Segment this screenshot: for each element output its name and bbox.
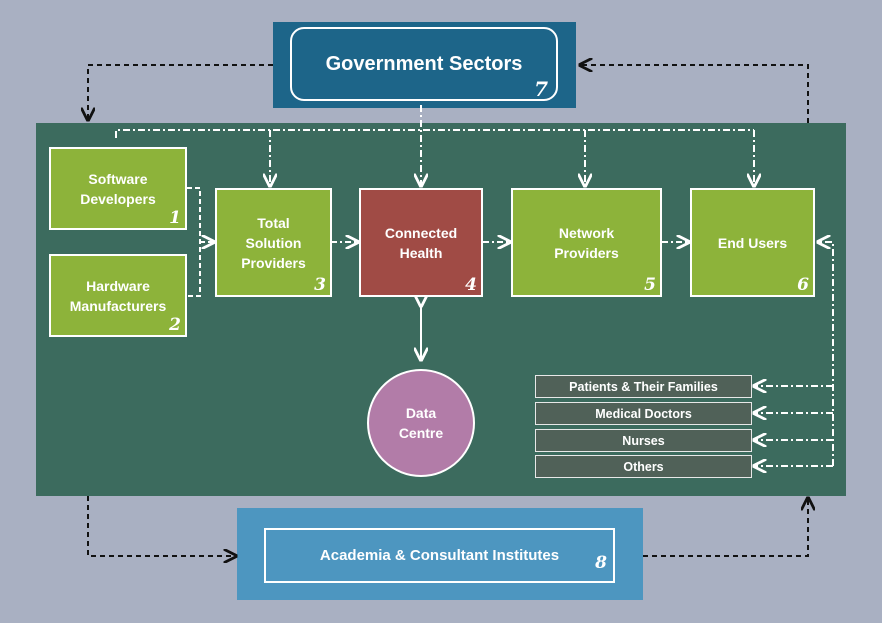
government-sectors-box: Government Sectors 7 [290, 27, 558, 101]
hardware-manufacturers-node: Hardware Manufacturers 2 [49, 254, 187, 337]
software-developers-node: Software Developers 1 [49, 147, 187, 230]
software-developers-label: Software Developers [80, 170, 156, 207]
total-solution-providers-label: Total Solution Providers [241, 214, 306, 271]
data-centre-label: Data Centre [398, 405, 444, 441]
top-distribution-line [115, 129, 754, 138]
software-developers-number: 1 [169, 208, 181, 228]
government-panel [273, 22, 576, 108]
end-user-group-label: Medical Doctors [595, 406, 692, 421]
total-solution-providers-node: Total Solution Providers 3 [215, 188, 332, 297]
government-label: Government Sectors [325, 52, 523, 75]
network-providers-node: Network Providers 5 [511, 188, 662, 297]
academia-number: 8 [595, 553, 607, 573]
gov-to-developers-arrow [88, 64, 273, 120]
panel-to-academia-arrow [87, 496, 236, 556]
connected-health-number: 4 [465, 275, 477, 295]
total-solution-providers-number: 3 [314, 275, 326, 295]
end-user-group-label: Nurses [622, 433, 665, 448]
network-providers-number: 5 [644, 275, 656, 295]
end-user-group-others: Others [535, 455, 752, 478]
end-user-group-nurses: Nurses [535, 429, 752, 452]
government-number: 7 [534, 77, 548, 101]
panel-to-gov-arrow [580, 65, 809, 123]
end-user-group-patients: Patients & Their Families [535, 375, 752, 398]
hardware-manufacturers-number: 2 [169, 315, 181, 335]
network-providers-label: Network Providers [554, 224, 619, 261]
end-user-group-label: Patients & Their Families [569, 379, 718, 394]
end-user-group-doctors: Medical Doctors [535, 402, 752, 425]
academia-box: Academia & Consultant Institutes 8 [264, 528, 615, 583]
hardware-manufacturers-label: Hardware Manufacturers [69, 277, 167, 314]
end-users-node: End Users 6 [690, 188, 815, 297]
end-users-number: 6 [797, 275, 809, 295]
end-user-group-label: Others [623, 459, 664, 474]
connected-health-node: Connected Health 4 [359, 188, 483, 297]
end-users-label: End Users [717, 234, 788, 251]
developers-bracket [187, 187, 201, 297]
groups-trunk-line [818, 242, 834, 466]
academia-to-panel-arrow [643, 498, 808, 557]
data-centre-node: Data Centre [367, 369, 475, 477]
connected-health-label: Connected Health [384, 224, 458, 261]
academia-label: Academia & Consultant Institutes [319, 547, 560, 564]
academia-panel [237, 508, 643, 600]
